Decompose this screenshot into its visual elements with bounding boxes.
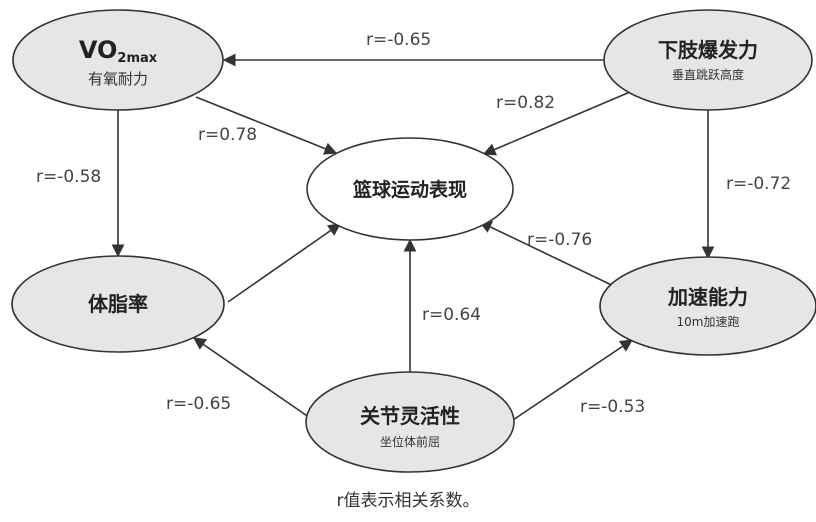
node-acceleration: 加速能力 10m加速跑 [599,256,816,356]
edge-vo2-to-performance [195,96,338,155]
acceleration-title: 加速能力 [667,285,748,309]
label-flexibility-to-performance: r=0.64 [422,305,481,325]
edge-flexibility-to-bodyfat [192,337,317,423]
edge-acceleration-to-performance [478,221,623,291]
label-flexibility-to-acceleration: r=-0.53 [580,397,645,417]
vo2max-title: VO [79,36,118,64]
edge-flexibility-to-acceleration [509,339,634,423]
caption: r值表示相关系数。 [336,491,480,511]
label-vo2-to-bodyfat: r=-0.58 [36,167,101,187]
node-performance: 篮球运动表现 [306,137,514,241]
label-acceleration-to-performance: r=-0.76 [527,230,592,250]
node-body-fat: 体脂率 [11,255,225,353]
label-vo2-to-performance: r=0.78 [198,125,257,145]
label-power-to-acceleration: r=-0.72 [726,174,791,194]
node-lower-power: 下肢爆发力 垂直跳跃高度 [603,9,813,111]
acceleration-subtitle: 10m加速跑 [677,315,740,329]
vo2max-title-subscript: 2max [117,51,157,66]
vo2max-subtitle: 有氧耐力 [88,70,148,88]
performance-title: 篮球运动表现 [352,178,467,201]
label-flexibility-to-bodyfat: r=-0.65 [166,394,231,414]
lower-power-title: 下肢爆发力 [658,38,758,62]
lower-power-subtitle: 垂直跳跃高度 [672,67,744,82]
flexibility-title: 关节灵活性 [360,404,460,428]
svg-text:VO2max: VO2max [79,36,158,66]
body-fat-title: 体脂率 [88,292,148,316]
edges [111,53,715,423]
edge-power-to-performance [482,91,631,156]
edge-bodyfat-to-performance [227,223,342,303]
node-vo2max: VO2max 有氧耐力 [12,9,224,111]
label-power-to-vo2: r=-0.65 [366,30,431,50]
label-power-to-performance: r=0.82 [496,93,555,113]
flexibility-subtitle: 坐位体前屈 [380,434,440,449]
node-flexibility: 关节灵活性 坐位体前屈 [305,371,515,473]
